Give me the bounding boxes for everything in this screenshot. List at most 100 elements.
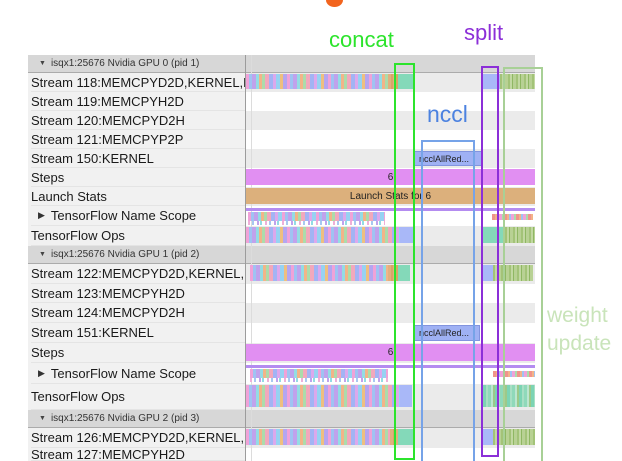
weight-update-annotation-label: weight update xyxy=(547,302,611,358)
row-label-text: TensorFlow Ops xyxy=(31,389,125,404)
name-scope-events[interactable] xyxy=(248,212,385,221)
trace-row: Stream 122:MEMCPYD2D,KERNEL,MI xyxy=(28,264,535,284)
trace-row: Steps 6 xyxy=(28,343,535,363)
process-header[interactable]: ▼isqx1:25676 Nvidia GPU 1 (pid 2) xyxy=(28,246,535,264)
row-label-text: Stream 118:MEMCPYD2D,KERNEL,ME xyxy=(31,74,245,90)
row-label: ▶TensorFlow Name Scope xyxy=(31,363,245,384)
row-label-text: Stream 126:MEMCPYD2D,KERNEL,MI xyxy=(31,430,245,445)
trace-events-dense[interactable] xyxy=(246,74,388,89)
trace-row: Stream 151:KERNEL ncclAllRed... xyxy=(28,323,535,343)
row-timeline xyxy=(246,111,535,130)
nccl-allreduce-bar[interactable]: ncclAllRed... xyxy=(413,325,480,341)
collapse-triangle-icon[interactable]: ▼ xyxy=(39,415,46,422)
concat-annotation-label: concat xyxy=(329,27,394,52)
row-label-text: Stream 151:KERNEL xyxy=(31,325,154,340)
trace-row: Launch Stats Launch Stats for 6 xyxy=(28,187,535,206)
row-label: Stream 150:KERNEL xyxy=(31,149,245,168)
trace-event-segment[interactable] xyxy=(388,74,398,89)
trace-events-dense[interactable] xyxy=(250,265,388,281)
trace-event-segment[interactable] xyxy=(398,429,414,445)
row-label: Stream 123:MEMCPYH2D xyxy=(31,284,245,303)
row-label-text: Stream 121:MEMCPYP2P xyxy=(31,131,184,147)
row-label: Stream 126:MEMCPYD2D,KERNEL,MI xyxy=(31,428,245,448)
trace-event-segment[interactable] xyxy=(400,385,412,407)
trace-event-segment[interactable] xyxy=(398,74,414,89)
expand-triangle-icon[interactable]: ▶ xyxy=(38,367,45,378)
timeline-gridline xyxy=(251,55,252,461)
row-label-text: Launch Stats xyxy=(31,188,107,204)
row-label-text: Stream 123:MEMCPYH2D xyxy=(31,285,185,301)
trace-event-segment[interactable] xyxy=(482,227,505,243)
trace-row: ▶TensorFlow Name Scope xyxy=(28,363,535,384)
name-scope-root-bar[interactable] xyxy=(246,208,535,211)
trace-event-segment[interactable] xyxy=(483,429,493,445)
row-label-text: Stream 122:MEMCPYD2D,KERNEL,MI xyxy=(31,266,245,281)
name-scope-events[interactable] xyxy=(250,369,388,378)
row-timeline xyxy=(246,363,535,384)
process-header-label: isqx1:25676 Nvidia GPU 2 (pid 3) xyxy=(50,413,200,424)
name-scope-root-bar[interactable] xyxy=(246,365,535,368)
trace-event-segment[interactable] xyxy=(483,265,493,281)
steps-bar[interactable]: 6 xyxy=(246,344,535,361)
row-label-text: TensorFlow Name Scope xyxy=(50,208,197,223)
row-label: Steps xyxy=(31,343,245,363)
collapse-triangle-icon[interactable]: ▼ xyxy=(39,251,46,258)
row-timeline xyxy=(246,206,535,226)
row-timeline xyxy=(246,226,535,246)
process-header[interactable]: ▼ isqx1:25676 Nvidia GPU 0 (pid 1) xyxy=(28,55,535,73)
trace-events-dense[interactable] xyxy=(246,227,400,243)
trace-row: Steps 6 xyxy=(28,168,535,187)
trace-event-segment[interactable] xyxy=(388,265,398,281)
row-label-text: Steps xyxy=(31,345,65,360)
row-label: Stream 124:MEMCPYD2H xyxy=(31,303,245,323)
row-label: Stream 120:MEMCPYD2H xyxy=(31,111,245,130)
process-header-label: isqx1:25676 Nvidia GPU 0 (pid 1) xyxy=(50,58,200,69)
split-highlight-box xyxy=(481,66,499,457)
row-label-text: Stream 124:MEMCPYD2H xyxy=(31,305,185,320)
row-label: Stream 118:MEMCPYD2D,KERNEL,ME xyxy=(31,73,245,92)
row-label: TensorFlow Ops xyxy=(31,384,245,410)
expand-triangle-icon[interactable]: ▶ xyxy=(38,210,45,220)
process-header[interactable]: ▼ isqx1:25676 Nvidia GPU 2 (pid 3) xyxy=(28,410,535,428)
row-label-text: Stream 127:MEMCPYH2D xyxy=(31,448,185,461)
row-timeline xyxy=(246,384,535,410)
row-timeline xyxy=(246,130,535,149)
row-label: Stream 151:KERNEL xyxy=(31,323,245,343)
row-timeline: 6 xyxy=(246,343,535,363)
row-label-text: TensorFlow Ops xyxy=(31,228,125,243)
launch-stats-bar[interactable]: Launch Stats for 6 xyxy=(246,188,535,204)
name-scope-events[interactable] xyxy=(248,221,385,225)
steps-bar[interactable]: 6 xyxy=(246,169,535,185)
trace-event-segment[interactable] xyxy=(483,74,500,89)
row-timeline xyxy=(246,303,535,323)
trace-events-striped[interactable] xyxy=(483,385,535,407)
weight-update-line1: weight xyxy=(547,304,608,327)
trace-events-striped[interactable] xyxy=(505,227,535,243)
trace-events-dense[interactable] xyxy=(246,385,400,407)
nccl-annotation-label: nccl xyxy=(427,101,468,127)
row-timeline xyxy=(246,73,535,92)
row-label: Stream 119:MEMCPYH2D xyxy=(31,92,245,111)
trace-events-striped[interactable] xyxy=(500,74,535,89)
row-label: Stream 122:MEMCPYD2D,KERNEL,MI xyxy=(31,264,245,284)
collapse-triangle-icon[interactable]: ▼ xyxy=(39,60,46,67)
trace-event-segment[interactable] xyxy=(398,265,410,281)
trace-row: Stream 126:MEMCPYD2D,KERNEL,MI xyxy=(28,428,535,448)
row-timeline xyxy=(246,264,535,284)
row-label: TensorFlow Ops xyxy=(31,226,245,246)
row-label: Launch Stats xyxy=(31,187,245,206)
row-label-text: Steps xyxy=(31,169,65,185)
trace-row: Stream 118:MEMCPYD2D,KERNEL,ME xyxy=(28,73,535,92)
weight-update-line2: update xyxy=(547,332,612,355)
label-column-separator xyxy=(245,55,246,461)
name-scope-events[interactable] xyxy=(250,378,388,382)
nccl-highlight-box xyxy=(421,140,475,461)
trace-row: Stream 120:MEMCPYD2H xyxy=(28,111,535,130)
row-timeline: 6 xyxy=(246,168,535,187)
trace-events-dense[interactable] xyxy=(246,429,390,445)
trace-event-segment[interactable] xyxy=(400,227,413,243)
name-scope-events[interactable] xyxy=(492,214,533,220)
name-scope-events[interactable] xyxy=(493,371,535,377)
